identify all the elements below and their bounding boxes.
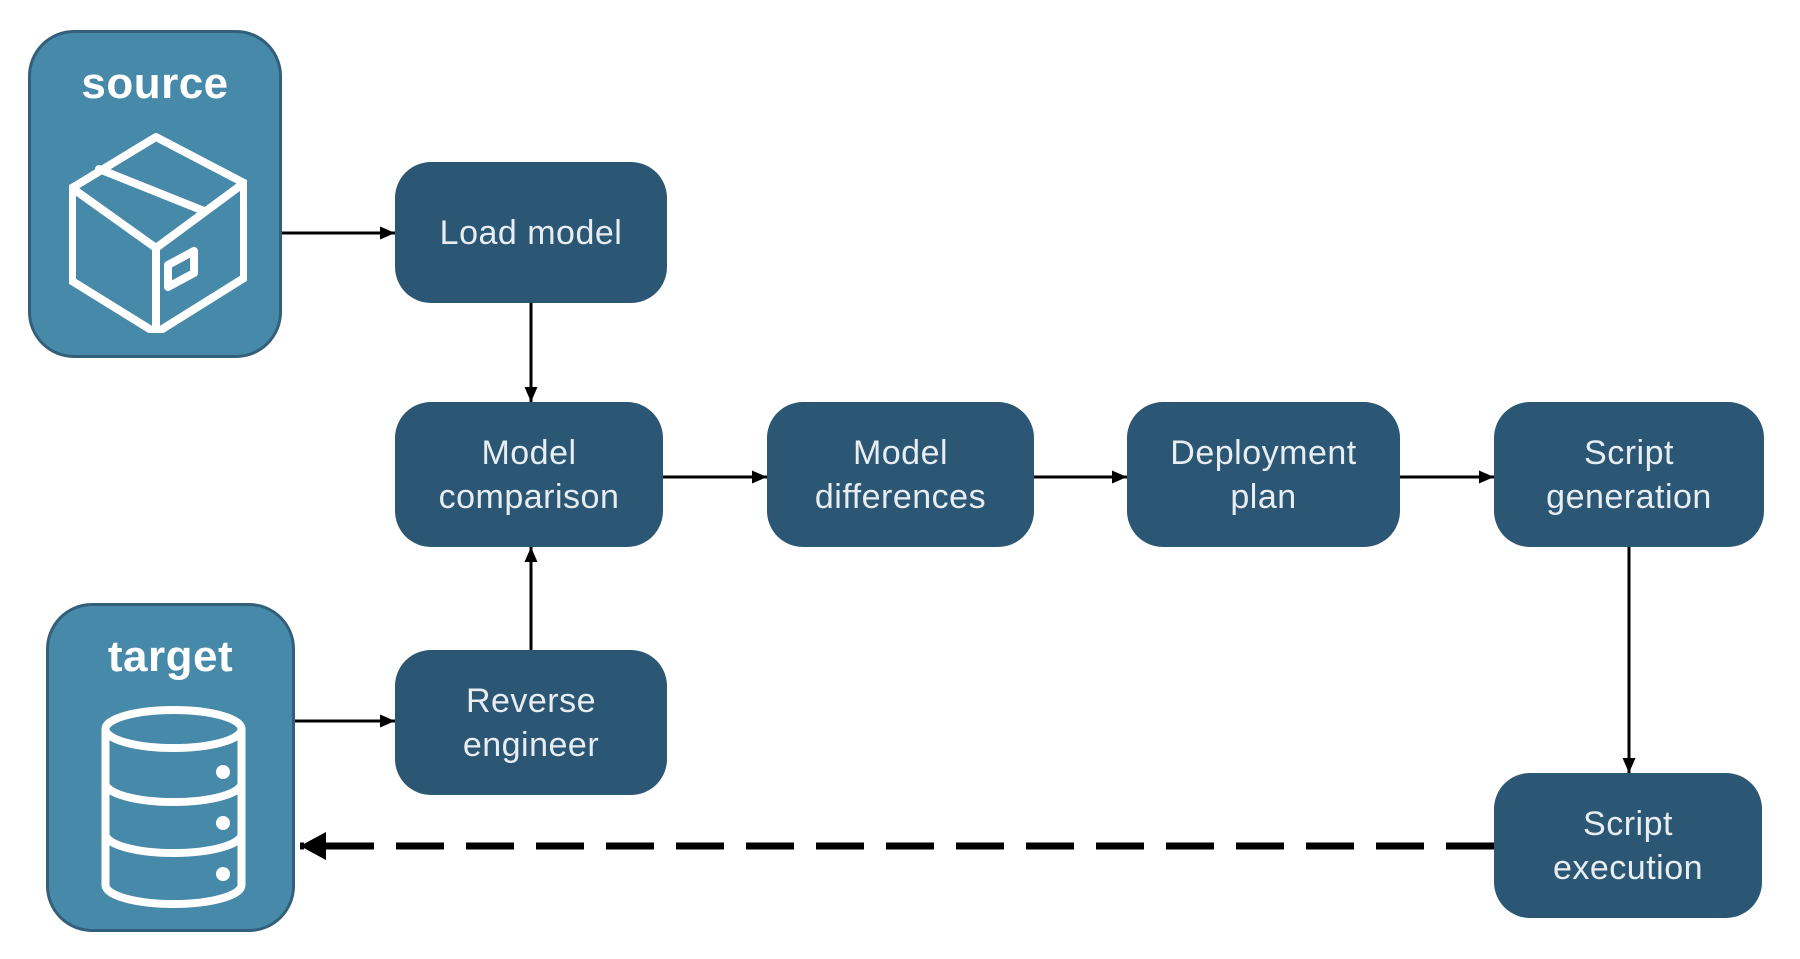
database-icon — [101, 706, 246, 908]
node-load-model: Load model — [395, 162, 667, 303]
node-script-generation: Script generation — [1494, 402, 1764, 547]
node-label: Script generation — [1546, 433, 1712, 516]
node-model-comparison: Model comparison — [395, 402, 663, 547]
node-deployment-plan: Deployment plan — [1127, 402, 1400, 547]
endpoint-target: target — [46, 603, 295, 932]
node-reverse-engineer: Reverse engineer — [395, 650, 667, 795]
node-label: Script execution — [1552, 804, 1704, 887]
endpoint-source-label: source — [81, 59, 229, 108]
node-script-execution: Script execution — [1494, 773, 1762, 918]
endpoint-target-label: target — [107, 632, 234, 681]
node-model-differences: Model differences — [767, 402, 1034, 547]
node-label: Model differences — [814, 433, 987, 516]
endpoint-source: source — [28, 30, 282, 358]
node-label: Deployment plan — [1170, 433, 1357, 516]
node-label: Load model — [439, 213, 623, 252]
node-label: Model comparison — [438, 433, 620, 516]
package-box-icon — [69, 133, 247, 333]
node-label: Reverse engineer — [462, 681, 600, 764]
